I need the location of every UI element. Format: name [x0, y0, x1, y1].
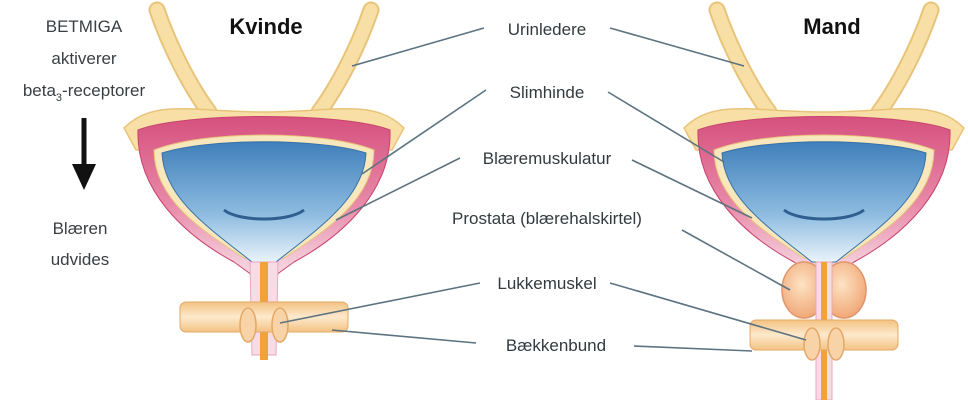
title-female: Kvinde [229, 14, 302, 39]
side-note-line2: aktiverer [51, 49, 117, 68]
result-line1: Blæren [53, 219, 108, 238]
side-note-line1: BETMIGA [46, 17, 123, 36]
label-detrusor: Blæremuskulatur [483, 149, 612, 168]
label-mucosa: Slimhinde [510, 83, 585, 102]
label-ureters: Urinledere [508, 20, 586, 39]
label-sphincter: Lukkemuskel [497, 274, 596, 293]
label-pelvic-floor: Bækkenbund [506, 336, 606, 355]
label-prostate: Prostata (blærehalskirtel) [452, 209, 642, 228]
result-line2: udvides [51, 250, 110, 269]
side-note-line3: beta3-receptorer [23, 81, 146, 104]
down-arrow-icon [72, 118, 96, 190]
title-male: Mand [803, 14, 860, 39]
